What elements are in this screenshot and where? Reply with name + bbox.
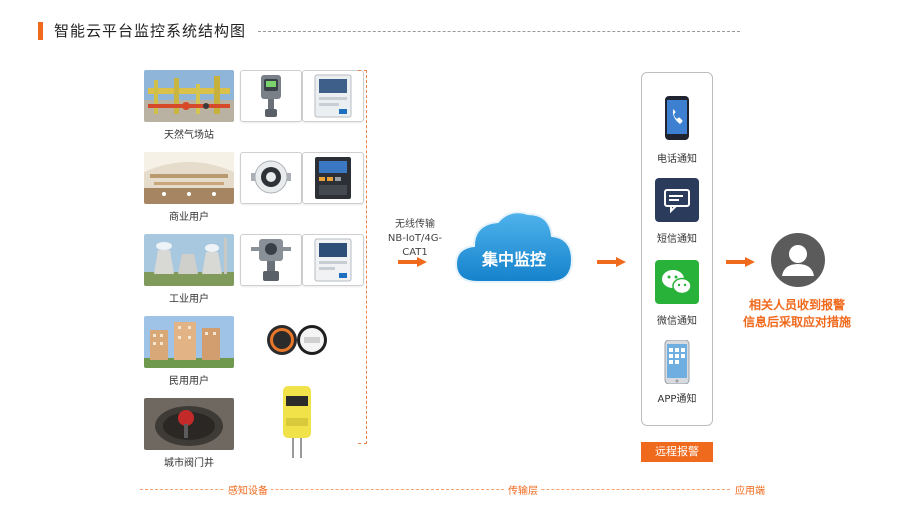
layer-divider-line [140, 489, 760, 490]
notif-label-sms: 短信通知 [657, 234, 697, 245]
layer-label-sensing: 感知设备 [225, 482, 271, 497]
row-label-commercial: 商业用户 [169, 212, 209, 223]
notif-label-wechat: 微信通知 [657, 316, 697, 327]
well-gas-detector-device [280, 384, 314, 460]
photo-commercial [144, 152, 234, 204]
app-icon [655, 339, 699, 385]
sensing-bracket [358, 70, 367, 444]
sms-icon [655, 178, 699, 222]
page-title: 智能云平台监控系统结构图 [54, 22, 247, 40]
gas-detector-device [240, 70, 302, 122]
title-accent-bar [38, 22, 43, 40]
notif-label-phone: 电话通知 [657, 154, 697, 165]
transmission-line-1: 无线传输 [395, 219, 435, 230]
gas-detector-round-device [240, 152, 302, 204]
person-icon [770, 232, 826, 288]
arrow-right-icon [398, 252, 428, 267]
photo-residential [144, 316, 234, 368]
phone-call-icon [655, 96, 699, 140]
result-text-line-1: 相关人员收到报警 [748, 298, 845, 312]
wireless-transmission-label: 无线传输 NB-IoT/4G-CAT1 [376, 218, 454, 260]
wechat-icon [655, 260, 699, 304]
cloud-label: 集中监控 [481, 250, 546, 269]
home-gas-detectors [262, 320, 332, 360]
central-monitoring-cloud: 集中监控 [452, 206, 576, 290]
arrow-right-icon [726, 252, 756, 267]
photo-gas-station [144, 70, 234, 122]
row-label-gas-station: 天然气场站 [164, 130, 214, 141]
notif-label-app: APP通知 [657, 394, 697, 405]
transmission-protocols: NB-IoT/4G-CAT1 [387, 233, 443, 258]
alarm-panel-device [302, 152, 364, 204]
row-label-residential: 民用用户 [169, 376, 209, 387]
row-label-valve-well: 城市阀门井 [164, 458, 214, 469]
explosion-proof-detector-device [240, 234, 302, 286]
row-label-industrial: 工业用户 [169, 294, 209, 305]
title-divider [258, 31, 740, 32]
controller-device [302, 234, 364, 286]
layer-label-application: 应用端 [732, 482, 768, 497]
remote-alarm-badge: 远程报警 [641, 442, 713, 462]
photo-valve-well [144, 398, 234, 450]
cloud-icon [454, 211, 574, 283]
result-text-line-2: 信息后采取应对措施 [742, 315, 851, 329]
photo-industrial [144, 234, 234, 286]
alarm-controller-device [302, 70, 364, 122]
arrow-right-icon [597, 252, 627, 267]
layer-label-transport: 传输层 [505, 482, 541, 497]
